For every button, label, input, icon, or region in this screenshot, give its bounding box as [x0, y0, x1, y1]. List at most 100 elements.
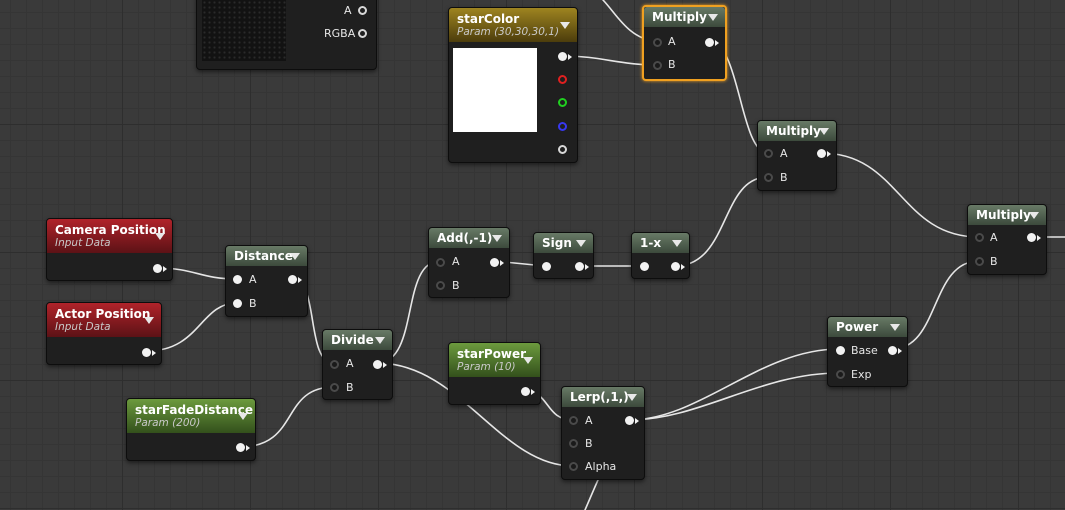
collapse-arrow-icon[interactable]	[290, 253, 300, 260]
input-pin-a[interactable]	[975, 233, 984, 242]
input-pin-b[interactable]	[975, 257, 984, 266]
pin-label-b: B	[780, 171, 788, 184]
pin-arrow-icon	[246, 445, 250, 451]
lerp-node[interactable]: Lerp(,1,) A B Alpha	[561, 386, 645, 480]
node-header: Multiply	[758, 121, 836, 141]
output-pin[interactable]	[575, 262, 584, 271]
divide-node[interactable]: Divide A B	[322, 329, 393, 400]
multiply-node-2[interactable]: Multiply A B	[757, 120, 837, 191]
node-title: Actor Position	[55, 307, 151, 321]
pin-label-a: A	[249, 273, 257, 286]
collapse-arrow-icon[interactable]	[560, 22, 570, 29]
collapse-arrow-icon[interactable]	[238, 413, 248, 420]
input-pin-base[interactable]	[836, 346, 845, 355]
pin-label-a: A	[344, 4, 352, 17]
pin-arrow-icon	[500, 260, 504, 266]
output-pin[interactable]	[625, 416, 634, 425]
star-color-node[interactable]: starColor Param (30,30,30,1)	[448, 7, 578, 163]
multiply-node-1[interactable]: Multiply A B	[642, 5, 727, 81]
input-pin-a[interactable]	[436, 258, 445, 267]
output-pin-rgba[interactable]	[358, 29, 367, 38]
output-pin[interactable]	[705, 38, 714, 47]
input-pin-a[interactable]	[330, 360, 339, 369]
pin-arrow-icon	[635, 418, 639, 424]
collapse-arrow-icon[interactable]	[576, 240, 586, 247]
pin-arrow-icon	[898, 348, 902, 354]
collapse-arrow-icon[interactable]	[523, 357, 533, 364]
input-pin[interactable]	[640, 262, 649, 271]
output-pin-rgb[interactable]	[558, 52, 567, 61]
pin-label-b: B	[452, 279, 460, 292]
collapse-arrow-icon[interactable]	[819, 128, 829, 135]
input-pin-b[interactable]	[233, 299, 242, 308]
collapse-arrow-icon[interactable]	[627, 394, 637, 401]
collapse-arrow-icon[interactable]	[155, 233, 165, 240]
output-pin-r[interactable]	[558, 75, 567, 84]
node-header: Power	[828, 317, 907, 337]
pin-arrow-icon	[383, 362, 387, 368]
node-title: Power	[836, 320, 879, 334]
pin-label-b: B	[249, 297, 257, 310]
add-node[interactable]: Add(,-1) A B	[428, 227, 510, 298]
output-pin-a[interactable]	[558, 145, 567, 154]
texture-preview	[202, 0, 286, 61]
output-pin-b[interactable]	[558, 122, 567, 131]
input-pin-alpha[interactable]	[569, 462, 578, 471]
output-pin[interactable]	[236, 443, 245, 452]
input-pin-a[interactable]	[233, 275, 242, 284]
output-pin[interactable]	[142, 348, 151, 357]
input-pin-a[interactable]	[569, 416, 578, 425]
color-preview-swatch	[453, 48, 537, 132]
output-pin[interactable]	[671, 262, 680, 271]
output-pin-g[interactable]	[558, 98, 567, 107]
output-pin[interactable]	[521, 387, 530, 396]
node-title: Multiply	[652, 10, 707, 24]
node-header: Multiply	[644, 7, 725, 27]
input-pin-b[interactable]	[436, 281, 445, 290]
output-pin[interactable]	[817, 149, 826, 158]
collapse-arrow-icon[interactable]	[144, 317, 154, 324]
input-pin-b[interactable]	[330, 383, 339, 392]
input-pin-b[interactable]	[764, 173, 773, 182]
camera-position-node[interactable]: Camera Position Input Data	[46, 218, 173, 281]
output-pin[interactable]	[153, 264, 162, 273]
output-pin-a[interactable]	[358, 6, 367, 15]
collapse-arrow-icon[interactable]	[890, 324, 900, 331]
pin-arrow-icon	[568, 54, 572, 60]
collapse-arrow-icon[interactable]	[672, 240, 682, 247]
node-subtitle: Input Data	[55, 321, 111, 333]
actor-position-node[interactable]: Actor Position Input Data	[46, 302, 162, 365]
collapse-arrow-icon[interactable]	[1029, 212, 1039, 219]
collapse-arrow-icon[interactable]	[492, 235, 502, 242]
distance-node[interactable]: Distance A B	[225, 245, 308, 317]
one-minus-node[interactable]: 1-x	[631, 232, 690, 279]
pin-label-a: A	[346, 357, 354, 370]
node-header: Divide	[323, 330, 392, 350]
node-title: Divide	[331, 333, 374, 347]
input-pin-b[interactable]	[653, 61, 662, 70]
input-pin-exp[interactable]	[836, 370, 845, 379]
star-fade-distance-node[interactable]: starFadeDistance Param (200)	[126, 398, 256, 461]
collapse-arrow-icon[interactable]	[375, 337, 385, 344]
collapse-arrow-icon[interactable]	[708, 14, 718, 21]
wire	[628, 372, 840, 421]
multiply-node-3[interactable]: Multiply A B	[967, 204, 1047, 275]
pin-label-b: B	[668, 58, 676, 71]
input-pin[interactable]	[542, 262, 551, 271]
input-pin-a[interactable]	[653, 38, 662, 47]
output-pin[interactable]	[888, 346, 897, 355]
output-pin[interactable]	[1027, 233, 1036, 242]
output-pin[interactable]	[288, 275, 297, 284]
sign-node[interactable]: Sign	[533, 232, 594, 279]
texture-sample-node[interactable]: A RGBA	[196, 0, 377, 70]
input-pin-a[interactable]	[764, 149, 773, 158]
pin-label-a: A	[668, 35, 676, 48]
pin-arrow-icon	[827, 151, 831, 157]
output-pin[interactable]	[373, 360, 382, 369]
power-node[interactable]: Power Base Exp	[827, 316, 908, 387]
wire	[376, 362, 574, 467]
star-power-node[interactable]: starPower Param (10)	[448, 342, 541, 405]
input-pin-b[interactable]	[569, 439, 578, 448]
output-pin[interactable]	[490, 258, 499, 267]
node-header: starPower Param (10)	[449, 343, 540, 377]
